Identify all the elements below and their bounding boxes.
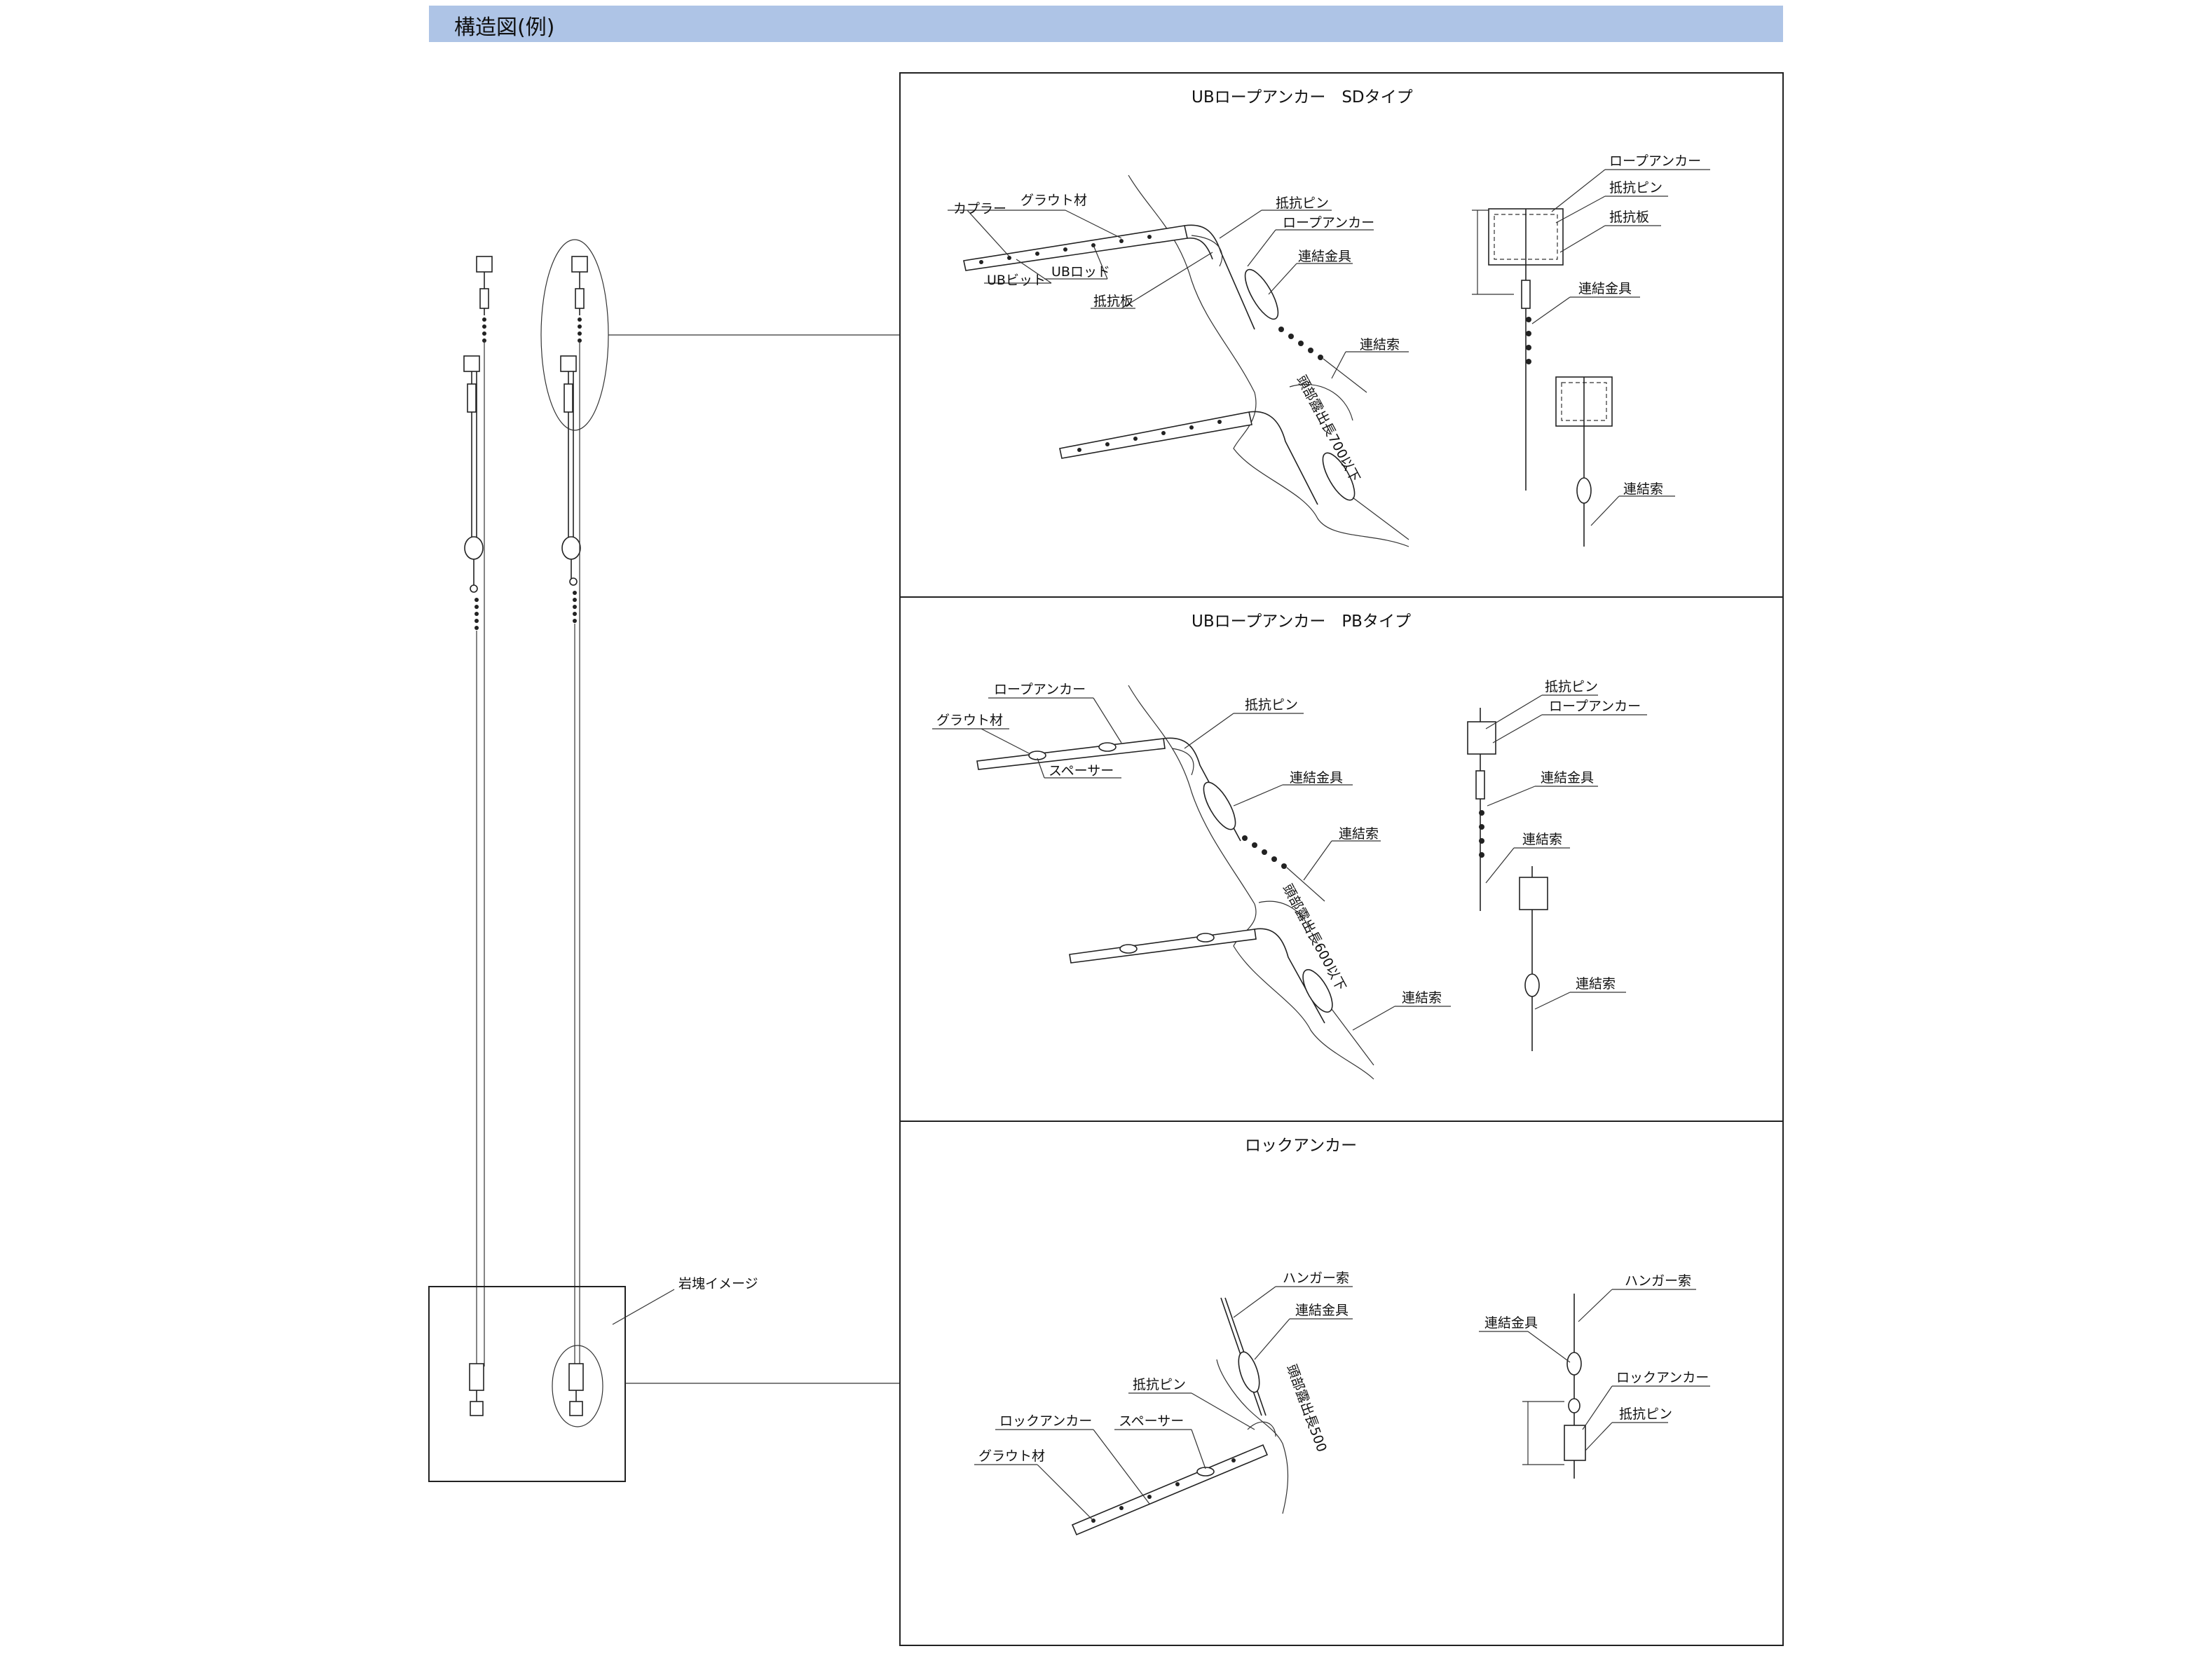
- rock-label-connector: 連結金具: [1295, 1303, 1349, 1318]
- pb-side-label-cable: 連結索: [1522, 832, 1562, 847]
- overview-diagram: 岩塊イメージ: [428, 239, 900, 1482]
- sd-side-label-cable: 連結索: [1623, 481, 1663, 497]
- rock-drawing: ロックアンカー ハンガー索 連結金具 抵抗ピン ロックアンカー スペーサー グラ…: [974, 1137, 1710, 1536]
- rock-side-label-resist-pin: 抵抗ピン: [1619, 1406, 1672, 1422]
- pb-title: UBロープアンカー PBタイプ: [1192, 612, 1411, 631]
- pb-label-connector: 連結金具: [1290, 770, 1343, 786]
- rock-label-dim: 頭部露出長500: [1283, 1362, 1330, 1454]
- overview-highlight-bottom: [552, 1345, 603, 1427]
- pb-side-label-cable2: 連結索: [1576, 976, 1616, 992]
- rock-label-grout: グラウト材: [978, 1448, 1045, 1464]
- sd-label-ub-rod: UBロッド: [1051, 264, 1110, 280]
- pb-side-label-resist-pin: 抵抗ピン: [1545, 679, 1598, 694]
- sd-label-grout: グラウト材: [1020, 193, 1087, 208]
- page-title: 構造図(例): [454, 15, 555, 40]
- sd-side-label-rope-anchor: ロープアンカー: [1609, 153, 1701, 169]
- overview-bead-chain: [482, 317, 486, 343]
- header-bar: 構造図(例): [429, 6, 1783, 42]
- sd-side-label-connector: 連結金具: [1578, 281, 1632, 296]
- sd-label-ub-bit: UBビット: [987, 273, 1046, 288]
- rock-side-label-rock-anchor: ロックアンカー: [1616, 1370, 1709, 1385]
- rock-title: ロックアンカー: [1245, 1137, 1357, 1155]
- pb-side-label-rope-anchor: ロープアンカー: [1549, 699, 1641, 714]
- rock-block-label: 岩塊イメージ: [678, 1276, 758, 1292]
- rock-block: [428, 1286, 626, 1482]
- rock-label-rock-anchor: ロックアンカー: [999, 1413, 1092, 1429]
- pb-label-cable2: 連結索: [1402, 990, 1442, 1006]
- sd-drawing: UBロープアンカー SDタイプ: [948, 88, 1710, 547]
- rock-label-spacer: スペーサー: [1119, 1413, 1184, 1429]
- pb-label-grout: グラウト材: [936, 713, 1003, 728]
- pb-label-rope-anchor: ロープアンカー: [994, 682, 1086, 697]
- sd-label-connector: 連結金具: [1298, 249, 1351, 264]
- sd-label-resist-pin: 抵抗ピン: [1276, 196, 1329, 211]
- panel-rock: [899, 1121, 1784, 1646]
- pb-side-label-connector: 連結金具: [1541, 770, 1594, 786]
- sd-title: UBロープアンカー SDタイプ: [1192, 88, 1413, 107]
- sd-side-label-resist-plate: 抵抗板: [1609, 210, 1649, 225]
- overview-anchor-head: [476, 256, 493, 273]
- panel-pb: [899, 596, 1784, 1122]
- panel-sd: [899, 72, 1784, 598]
- sd-label-resist-plate: 抵抗板: [1093, 294, 1133, 309]
- sd-side-label-resist-pin: 抵抗ピン: [1609, 180, 1663, 196]
- pb-label-resist-pin: 抵抗ピン: [1245, 697, 1298, 713]
- sd-label-cable: 連結索: [1360, 337, 1400, 352]
- rock-label-hanger: ハンガー索: [1283, 1270, 1349, 1286]
- sd-label-rope-anchor: ロープアンカー: [1283, 215, 1374, 231]
- rock-side-label-connector: 連結金具: [1484, 1315, 1538, 1331]
- pb-label-cable: 連結索: [1339, 826, 1379, 842]
- rock-label-resist-pin: 抵抗ピン: [1133, 1377, 1186, 1392]
- pb-drawing: UBロープアンカー PBタイプ ロープアンカー グラウト材 抵抗ピン スペーサ: [932, 612, 1647, 1080]
- sd-label-coupler: カプラー: [953, 201, 1006, 217]
- rock-side-label-hanger: ハンガー索: [1625, 1273, 1691, 1289]
- pb-label-spacer: スペーサー: [1049, 763, 1114, 779]
